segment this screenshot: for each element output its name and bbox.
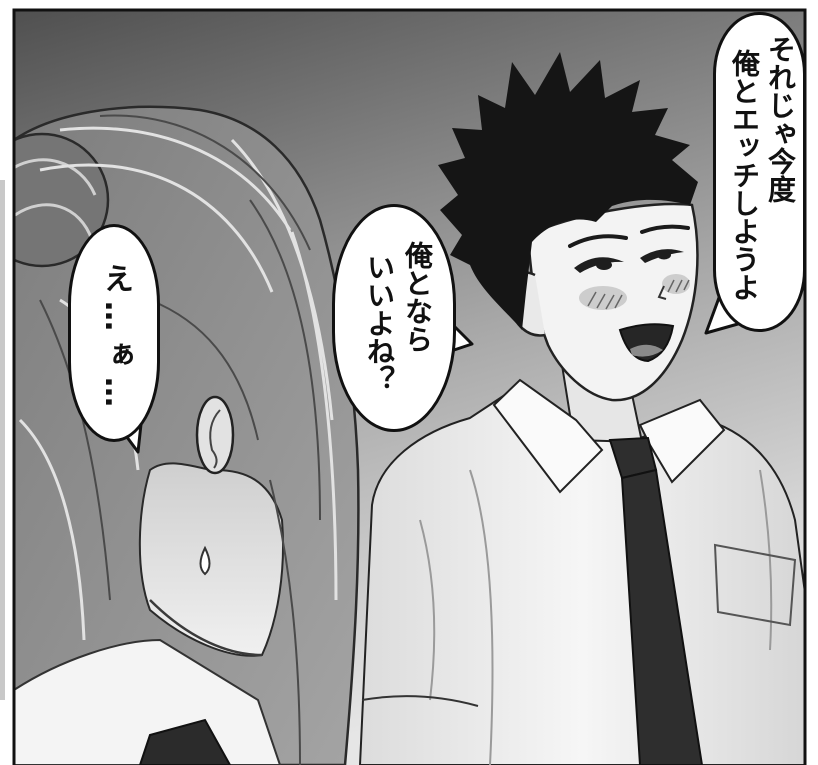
boy-eyebrow-right bbox=[640, 224, 690, 234]
girl-bow bbox=[138, 718, 232, 765]
speech-line: え…ぁ… bbox=[98, 263, 133, 415]
boy-tie bbox=[620, 468, 704, 765]
adjacent-panel-edge bbox=[0, 180, 5, 700]
speech-line: それじゃ今度 bbox=[764, 35, 797, 203]
boy-shirt-pocket bbox=[713, 543, 797, 627]
girl-jaw-line bbox=[149, 599, 263, 657]
speech-bubble-boy-second: 俺となら いいよね？ bbox=[332, 204, 456, 432]
boy-collar-left bbox=[492, 378, 604, 494]
speech-bubble-girl: え…ぁ… bbox=[68, 224, 160, 442]
boy-tongue bbox=[630, 344, 663, 357]
boy-sleeve-hem bbox=[361, 695, 479, 707]
speech-line: 俺となら bbox=[401, 241, 434, 353]
boy-nose bbox=[657, 285, 667, 300]
boy-pupil-right bbox=[657, 250, 671, 260]
boy-hair bbox=[438, 52, 698, 330]
girl-ear bbox=[195, 395, 235, 475]
girl-hair-highlights bbox=[18, 126, 338, 641]
boy-shirt-fold bbox=[419, 469, 773, 765]
panel-scene bbox=[15, 11, 804, 765]
girl-hair-lines bbox=[39, 114, 321, 765]
speech-line: いいよね？ bbox=[363, 253, 396, 393]
boy-pupil-left bbox=[596, 260, 612, 270]
boy-blush-hatching bbox=[587, 279, 690, 310]
boy-eyebrow-left bbox=[568, 234, 628, 248]
girl-ear-detail bbox=[209, 409, 221, 469]
sweat-drop bbox=[199, 545, 211, 576]
girl-hair-bun bbox=[15, 132, 110, 268]
girl-hair-bun-strands bbox=[15, 158, 97, 241]
speech-bubble-boy-first: それじゃ今度 俺とエッチしようよ bbox=[713, 12, 806, 332]
panel-frame bbox=[12, 8, 807, 765]
speech-line: 俺とエッチしようよ bbox=[728, 49, 761, 301]
boy-eye-left bbox=[574, 257, 624, 273]
